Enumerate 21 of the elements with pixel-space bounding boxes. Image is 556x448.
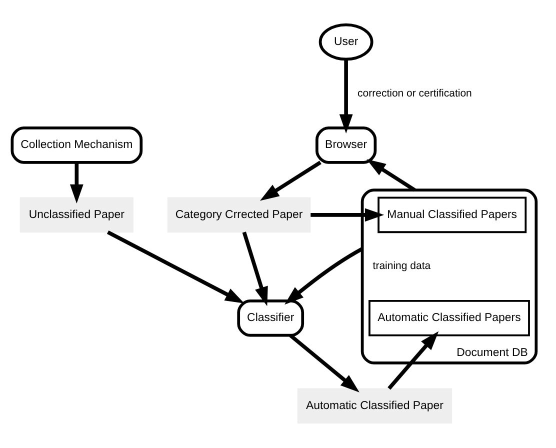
edge-label: training data — [372, 260, 431, 272]
arrow — [388, 331, 439, 390]
node-box: Browser — [316, 126, 377, 164]
edge-label: correction or certification — [358, 87, 472, 100]
arrow — [289, 334, 360, 392]
node-box: Classifier — [237, 299, 304, 337]
arrow — [242, 232, 268, 306]
node-box: Manual Classified Papers — [378, 196, 527, 234]
arrow — [70, 162, 84, 204]
node-box: Category Crrected Paper — [167, 197, 311, 233]
node-box: Unclassified Paper — [20, 197, 134, 233]
arrow — [106, 230, 244, 304]
arrow — [339, 59, 353, 134]
node-box: Automatic Classified Papers — [368, 300, 530, 336]
arrow — [310, 208, 384, 222]
arrow — [260, 160, 322, 201]
arrow — [366, 159, 416, 192]
node-box: Automatic Classified Paper — [297, 388, 452, 424]
node-box: Collection Mechanism — [10, 126, 143, 164]
node-ellipse: User — [318, 23, 374, 61]
arrow — [284, 247, 364, 305]
